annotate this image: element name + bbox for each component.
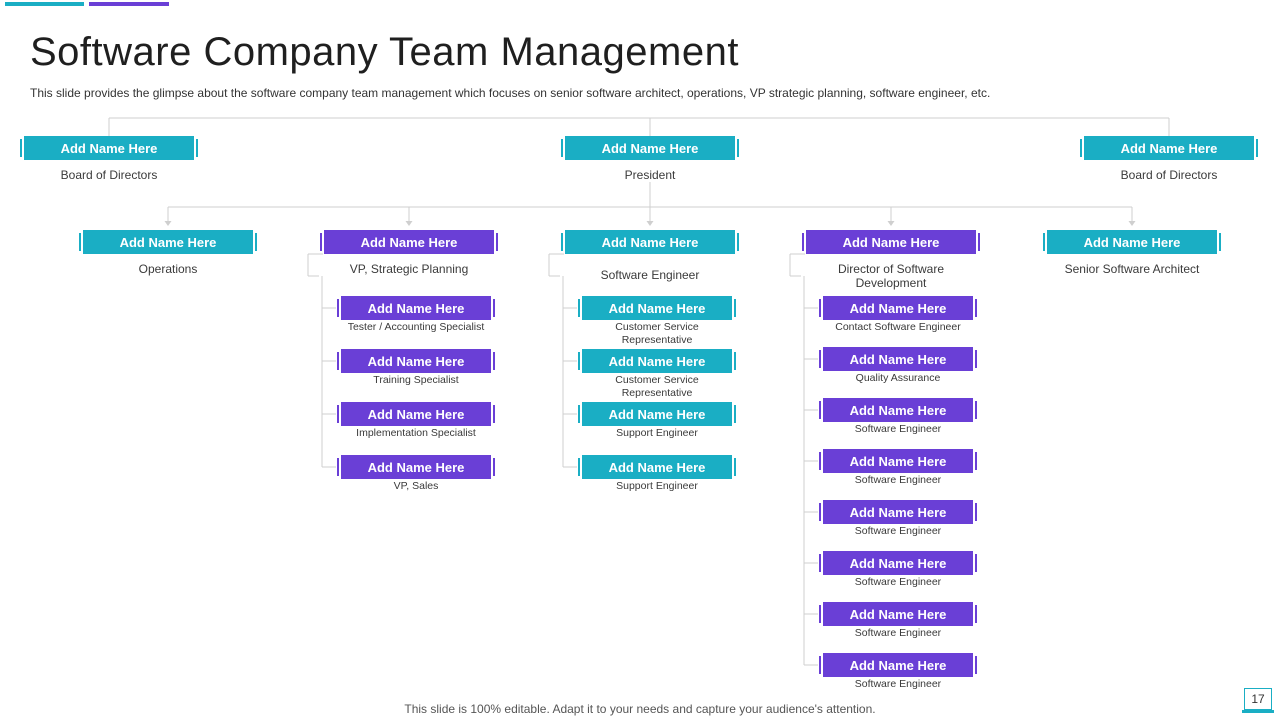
name-placeholder[interactable]: Add Name Here	[824, 500, 972, 524]
member-role-1-0: Tester / Accounting Specialist	[347, 321, 485, 333]
department-role-2: Software Engineer	[600, 268, 700, 282]
name-placeholder[interactable]: Add Name Here	[1085, 136, 1253, 160]
member-role-2-0: Customer Service Representative	[615, 321, 699, 346]
top-role-1: President	[624, 168, 676, 182]
department-name-card-0[interactable]: Add Name Here	[79, 230, 257, 254]
name-placeholder[interactable]: Add Name Here	[824, 551, 972, 575]
member-name-card-1-3[interactable]: Add Name Here	[337, 455, 495, 479]
name-placeholder[interactable]: Add Name Here	[342, 349, 490, 373]
page-number-badge: 17	[1242, 688, 1274, 713]
name-placeholder[interactable]: Add Name Here	[84, 230, 252, 254]
department-role-1: VP, Strategic Planning	[349, 262, 469, 276]
name-placeholder[interactable]: Add Name Here	[342, 455, 490, 479]
member-role-1-2: Implementation Specialist	[356, 427, 476, 439]
member-name-card-2-3[interactable]: Add Name Here	[578, 455, 736, 479]
name-placeholder[interactable]: Add Name Here	[824, 449, 972, 473]
member-name-card-3-4[interactable]: Add Name Here	[819, 500, 977, 524]
name-placeholder[interactable]: Add Name Here	[25, 136, 193, 160]
department-role-4: Senior Software Architect	[1064, 262, 1200, 276]
member-name-card-3-7[interactable]: Add Name Here	[819, 653, 977, 677]
member-role-2-3: Support Engineer	[616, 480, 698, 492]
member-role-2-1: Customer Service Representative	[615, 374, 699, 399]
department-arrow-3	[887, 221, 895, 226]
top-name-card-0[interactable]: Add Name Here	[20, 136, 198, 160]
member-name-card-2-0[interactable]: Add Name Here	[578, 296, 736, 320]
name-placeholder[interactable]: Add Name Here	[824, 602, 972, 626]
member-name-card-1-0[interactable]: Add Name Here	[337, 296, 495, 320]
page-number-base	[1242, 710, 1274, 713]
name-placeholder[interactable]: Add Name Here	[583, 402, 731, 426]
footer-note: This slide is 100% editable. Adapt it to…	[404, 702, 876, 716]
department-role-0: Operations	[138, 262, 198, 276]
member-role-3-4: Software Engineer	[854, 525, 942, 537]
member-role-3-5: Software Engineer	[854, 576, 942, 588]
name-placeholder[interactable]: Add Name Here	[583, 349, 731, 373]
member-role-2-2: Support Engineer	[616, 427, 698, 439]
name-placeholder[interactable]: Add Name Here	[807, 230, 975, 254]
member-name-card-3-1[interactable]: Add Name Here	[819, 347, 977, 371]
name-placeholder[interactable]: Add Name Here	[1048, 230, 1216, 254]
member-name-card-2-2[interactable]: Add Name Here	[578, 402, 736, 426]
name-placeholder[interactable]: Add Name Here	[824, 653, 972, 677]
member-name-card-3-5[interactable]: Add Name Here	[819, 551, 977, 575]
member-role-3-1: Quality Assurance	[855, 372, 941, 384]
page-number: 17	[1244, 688, 1272, 710]
name-placeholder[interactable]: Add Name Here	[583, 455, 731, 479]
name-placeholder[interactable]: Add Name Here	[583, 296, 731, 320]
name-placeholder[interactable]: Add Name Here	[566, 136, 734, 160]
member-role-3-0: Contact Software Engineer	[835, 321, 961, 333]
name-placeholder[interactable]: Add Name Here	[342, 402, 490, 426]
department-arrow-4	[1128, 221, 1136, 226]
member-name-card-3-6[interactable]: Add Name Here	[819, 602, 977, 626]
slide-subtitle: This slide provides the glimpse about th…	[30, 86, 991, 100]
member-role-1-3: VP, Sales	[393, 480, 439, 492]
member-name-card-1-2[interactable]: Add Name Here	[337, 402, 495, 426]
member-role-3-3: Software Engineer	[854, 474, 942, 486]
top-name-card-2[interactable]: Add Name Here	[1080, 136, 1258, 160]
department-arrow-2	[646, 221, 654, 226]
member-name-card-3-3[interactable]: Add Name Here	[819, 449, 977, 473]
top-role-0: Board of Directors	[60, 168, 158, 182]
department-arrow-0	[164, 221, 172, 226]
department-name-card-2[interactable]: Add Name Here	[561, 230, 739, 254]
top-name-card-1[interactable]: Add Name Here	[561, 136, 739, 160]
member-name-card-1-1[interactable]: Add Name Here	[337, 349, 495, 373]
member-role-3-6: Software Engineer	[854, 627, 942, 639]
top-role-2: Board of Directors	[1120, 168, 1218, 182]
member-name-card-3-0[interactable]: Add Name Here	[819, 296, 977, 320]
accent-bar-purple	[89, 2, 169, 6]
name-placeholder[interactable]: Add Name Here	[824, 398, 972, 422]
member-name-card-2-1[interactable]: Add Name Here	[578, 349, 736, 373]
department-name-card-3[interactable]: Add Name Here	[802, 230, 980, 254]
slide-title: Software Company Team Management	[30, 30, 739, 74]
department-arrow-1	[405, 221, 413, 226]
name-placeholder[interactable]: Add Name Here	[325, 230, 493, 254]
member-role-3-7: Software Engineer	[854, 678, 942, 690]
name-placeholder[interactable]: Add Name Here	[824, 347, 972, 371]
name-placeholder[interactable]: Add Name Here	[824, 296, 972, 320]
department-name-card-4[interactable]: Add Name Here	[1043, 230, 1221, 254]
member-name-card-3-2[interactable]: Add Name Here	[819, 398, 977, 422]
department-name-card-1[interactable]: Add Name Here	[320, 230, 498, 254]
accent-bar-teal	[5, 2, 84, 6]
name-placeholder[interactable]: Add Name Here	[566, 230, 734, 254]
member-role-1-1: Training Specialist	[373, 374, 459, 386]
name-placeholder[interactable]: Add Name Here	[342, 296, 490, 320]
department-role-3: Director of Software Development	[837, 262, 945, 290]
member-role-3-2: Software Engineer	[854, 423, 942, 435]
